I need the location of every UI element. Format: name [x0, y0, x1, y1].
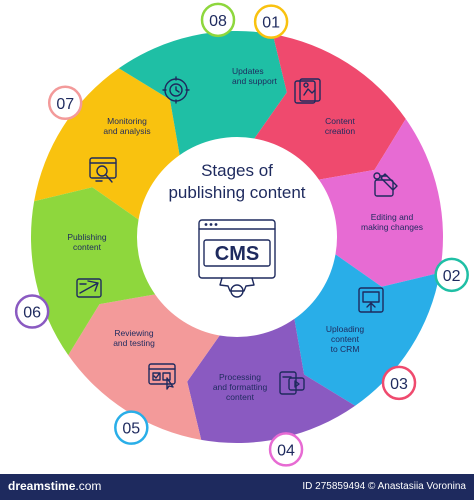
cms-label: CMS — [215, 243, 259, 265]
stage-segment-08 — [30, 187, 156, 356]
updates-icon — [162, 76, 190, 104]
badge-number: 01 — [262, 15, 280, 32]
testing-icon — [148, 363, 176, 390]
stage-badge-05: 05 — [114, 410, 149, 445]
center-disc — [142, 142, 332, 332]
badge-circle — [114, 410, 149, 445]
stage-label-line: creation — [325, 126, 356, 136]
stage-label-line: Content — [325, 116, 355, 126]
stage-badges: 01 02 03 04 05 06 07 08 — [14, 2, 469, 467]
stage-label-line: and formatting — [213, 382, 268, 392]
publishing-icon — [76, 278, 102, 298]
badge-number: 05 — [122, 421, 140, 438]
stage-segment-01 — [34, 68, 180, 220]
stage-label-line: Reviewing — [114, 328, 153, 338]
badge-circle — [381, 365, 417, 401]
badge-circle — [14, 294, 50, 329]
badge-number: 08 — [209, 13, 227, 30]
stage-label-line: Publishing — [67, 232, 106, 242]
stage-segment-07 — [68, 294, 220, 440]
badge-circle — [47, 85, 83, 121]
stage-label-line: Monitoring — [107, 116, 147, 126]
stage-badge-04: 04 — [268, 432, 304, 467]
stage-segment-04 — [318, 118, 443, 287]
monitoring-icon — [89, 157, 117, 183]
stage-badge-08: 08 — [200, 2, 236, 38]
stage-ring — [30, 31, 443, 443]
stage-label-line: Updates — [232, 66, 264, 76]
stage-badge-03: 03 — [381, 365, 417, 401]
badge-number: 07 — [56, 96, 74, 113]
badge-number: 02 — [443, 268, 461, 285]
badge-circle — [200, 2, 236, 38]
footer-bar: dreamstime.com ID 275859494 © Anastasiia… — [0, 474, 474, 500]
stage-label-line: content — [73, 242, 102, 252]
brand-watermark: dreamstime.com — [8, 479, 101, 493]
badge-circle — [434, 257, 469, 293]
stage-label-line: content — [331, 334, 360, 344]
badge-circle — [268, 432, 304, 467]
stage-label-line: and analysis — [103, 126, 150, 136]
stage-label-line: Uploading — [326, 324, 365, 334]
badge-number: 06 — [23, 305, 41, 322]
image-id: ID 275859494 — [302, 481, 366, 492]
stage-badge-01: 01 — [253, 4, 289, 39]
stage-badge-02: 02 — [434, 257, 469, 293]
stage-segment-05 — [294, 254, 440, 406]
image-author: © Anastasiia Voronina — [368, 481, 466, 492]
badge-number: 03 — [390, 376, 408, 393]
diagram-title-line-1: Stages of — [201, 161, 273, 180]
stage-segment-06 — [187, 318, 356, 443]
stage-badge-07: 07 — [47, 85, 83, 121]
diagram-title-line-2: publishing content — [168, 183, 305, 202]
stage-label-line: Editing and — [371, 212, 414, 222]
stage-label-line: and support — [232, 76, 278, 86]
upload-icon — [358, 287, 384, 313]
stage-label-line: content — [226, 392, 255, 402]
stage-label-line: to CRM — [331, 344, 360, 354]
brand-tld: .com — [75, 479, 102, 493]
stage-label-line: and testing — [113, 338, 155, 348]
badge-circle — [253, 4, 289, 39]
editing-icon — [373, 172, 398, 197]
stage-icons — [76, 76, 398, 395]
brand-name: dreamstime — [8, 479, 76, 493]
stage-badge-06: 06 — [14, 294, 50, 329]
stage-segment-03 — [254, 34, 406, 180]
stage-label-line: making changes — [361, 222, 423, 232]
content-creation-icon — [294, 78, 321, 104]
image-credit: ID 275859494 © Anastasiia Voronina — [302, 481, 466, 492]
stage-label-line: Processing — [219, 372, 261, 382]
badge-number: 04 — [277, 442, 295, 459]
processing-icon — [279, 371, 305, 395]
stages-diagram: Stages of publishing content CMS Content… — [14, 2, 469, 467]
cms-window-icon — [198, 219, 276, 298]
stage-segment-02 — [118, 31, 287, 156]
